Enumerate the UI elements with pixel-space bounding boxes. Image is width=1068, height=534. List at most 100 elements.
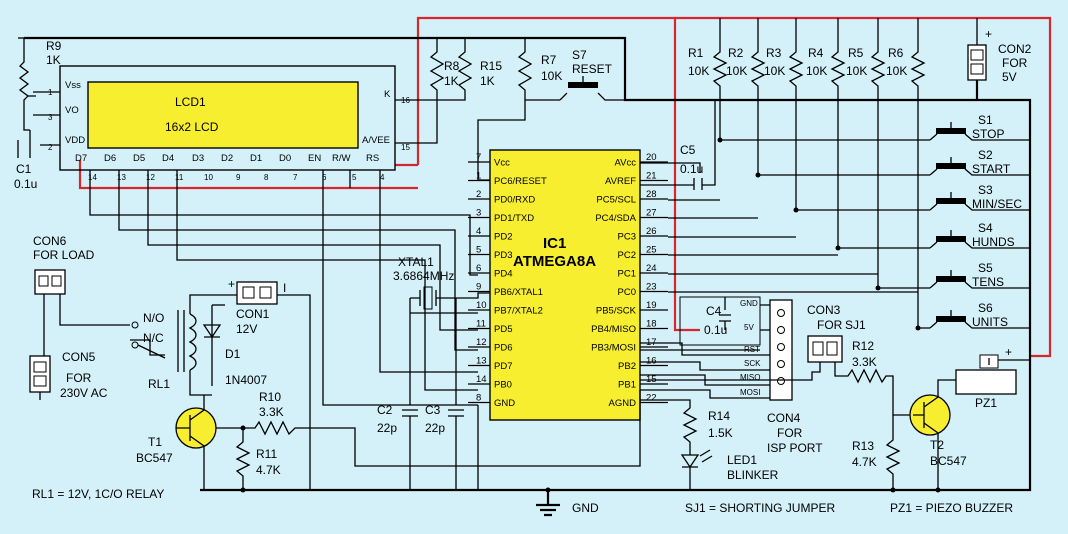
switch-contacts [929, 192, 1030, 211]
ic1-left-pin-num: 2 [476, 189, 481, 200]
lcd-ref: LCD1 [175, 95, 206, 109]
pullup-resistor [830, 18, 846, 248]
s7-ref: S7 [572, 48, 587, 62]
ic1-left-pin-num: 10 [476, 300, 487, 311]
r8-ref: R8 [444, 59, 460, 73]
r9-contrast-pot: R9 1K C1 0.1u [14, 38, 62, 191]
ic1-left-pin-num: 14 [476, 374, 487, 385]
switch-contacts [929, 270, 1030, 289]
switch-button [936, 316, 966, 322]
lcd-pinnum-4: 4 [380, 173, 385, 182]
c4-box [679, 296, 761, 346]
lcd-pinnum-7: 7 [293, 173, 298, 182]
ic1-right-pin-num: 25 [646, 245, 657, 256]
switch-label: MIN/SEC [972, 197, 1022, 211]
c2-ref: C2 [377, 403, 393, 417]
lcd-pin-en: EN [308, 153, 321, 164]
r12-value: 3.3K [852, 355, 877, 369]
switch-label: STOP [972, 127, 1004, 141]
lcd-pin-avee: A/VEE [362, 135, 390, 146]
con2-ref: CON2 [998, 42, 1032, 56]
c3-value: 22p [425, 421, 445, 435]
ic1-left-pin-label: PB0 [494, 380, 512, 391]
con1-plus: + [228, 277, 235, 291]
c4-value: 0.1u [704, 323, 727, 337]
ic1-left-pins: Vcc7PC6/RESET1PD0/RXD2PD1/TXD3PD24PD35PD… [468, 152, 547, 409]
r7-value: 10K [541, 69, 562, 83]
ic1-right-pin-label: PC1 [618, 269, 636, 280]
lcd-pinnum-9: 9 [236, 173, 241, 182]
con6-ref: CON6 [33, 234, 67, 248]
junction-dot [793, 207, 799, 213]
lcd-pin-vo: VO [65, 105, 79, 116]
lcd-pin-d3: D3 [192, 153, 204, 164]
junction-dot [755, 172, 761, 178]
ic1-right-pin-num: 20 [646, 152, 657, 163]
r15-value: 1K [480, 74, 495, 88]
r10-ref: R10 [259, 390, 281, 404]
ic1-right-pin-label: PB4/MISO [591, 324, 636, 335]
lcd-pin-d7: D7 [75, 153, 87, 164]
led1-label: BLINKER [727, 468, 779, 482]
lcd-pinnum-8: 8 [264, 173, 269, 182]
gnd-symbol: GND [536, 487, 599, 517]
lcd-pin-rs: RS [366, 153, 379, 164]
lcd-pinnum-10: 10 [204, 173, 213, 182]
con3-ref: CON3 [807, 303, 841, 317]
switch-button [936, 236, 966, 242]
con5-line2: 230V AC [60, 386, 108, 400]
ic1-right-pin-label: PC4/SDA [595, 213, 636, 224]
pullup-wire [668, 139, 930, 201]
switch-button [936, 276, 966, 282]
pullup-value: 10K [688, 64, 709, 78]
lcd-pin-d5: D5 [133, 153, 145, 164]
con2-5v: + CON2 FOR 5V [967, 18, 1032, 100]
ic1-right-pin-label: AVcc [615, 158, 637, 169]
ic1-right-pin-label: AVREF [605, 176, 636, 187]
pullup-resistor [788, 18, 804, 210]
lcd-pin-d1: D1 [250, 153, 262, 164]
ic1-right-pin-num: 23 [646, 282, 657, 293]
ic1-right-pin-label: PB2 [618, 361, 636, 372]
pullup-wire [668, 247, 930, 256]
junction-dot [717, 137, 723, 143]
note-relay: RL1 = 12V, 1C/O RELAY [32, 487, 164, 501]
pullup-resistor [870, 18, 886, 288]
ic1-left-pin-num: 8 [476, 393, 481, 404]
switch-button [936, 163, 966, 169]
switch-ref: S3 [978, 183, 993, 197]
c4-pin-gnd: GND [740, 299, 758, 308]
lcd-pinnum-14: 14 [88, 173, 97, 182]
d1-ref: D1 [225, 347, 241, 361]
vcc-rail [416, 16, 1052, 358]
relay-section: CON6 FOR LOAD CON5 FOR 230V AC N/O N/C R… [29, 234, 641, 493]
pullup-value: 10K [806, 64, 827, 78]
lcd-pin-d4: D4 [162, 153, 174, 164]
lcd-bottom-pins: D7 D6 D5 D4 D3 D2 D1 D0 EN R/W RS 14 13 … [75, 153, 385, 182]
lcd-pin-vdd: VDD [65, 135, 85, 146]
note-jumper: SJ1 = SHORTING JUMPER [685, 501, 835, 515]
pullup-resistor [712, 18, 728, 140]
note-buzzer: PZ1 = PIEZO BUZZER [890, 501, 1013, 515]
ic1-left-pin-label: PD1/TXD [494, 213, 534, 224]
switch-ref: S5 [978, 261, 993, 275]
c5-ref: C5 [680, 143, 696, 157]
ic1-right-pin-label: PC5/SCL [596, 195, 636, 206]
junction-dot [875, 285, 881, 291]
led-blinker: R14 1.5K LED1 BLINKER [640, 399, 779, 490]
crystal-circuit: XTAL1 3.6864MHz C2 22p C3 22p [377, 255, 490, 490]
ic1-left-pin-label: PD0/RXD [494, 195, 535, 206]
r14-value: 1.5K [708, 426, 733, 440]
switch-label: START [972, 162, 1011, 176]
switch-ref: S1 [978, 113, 993, 127]
lcd-type: 16x2 LCD [165, 120, 219, 134]
s7-button [568, 82, 598, 88]
vcc-drop-c4 [673, 18, 700, 332]
lcd-pinnum-2: 2 [48, 143, 53, 152]
t2-transistor [909, 394, 951, 436]
ic1-right-pin-num: 22 [646, 393, 657, 404]
con5-line1: FOR [66, 371, 92, 385]
pullup-wire [668, 174, 930, 219]
isp-section: C4 0.1u GND 5V RST SCK MISO MOSI CON4 FO… [640, 296, 913, 455]
lcd-screen [87, 81, 359, 149]
